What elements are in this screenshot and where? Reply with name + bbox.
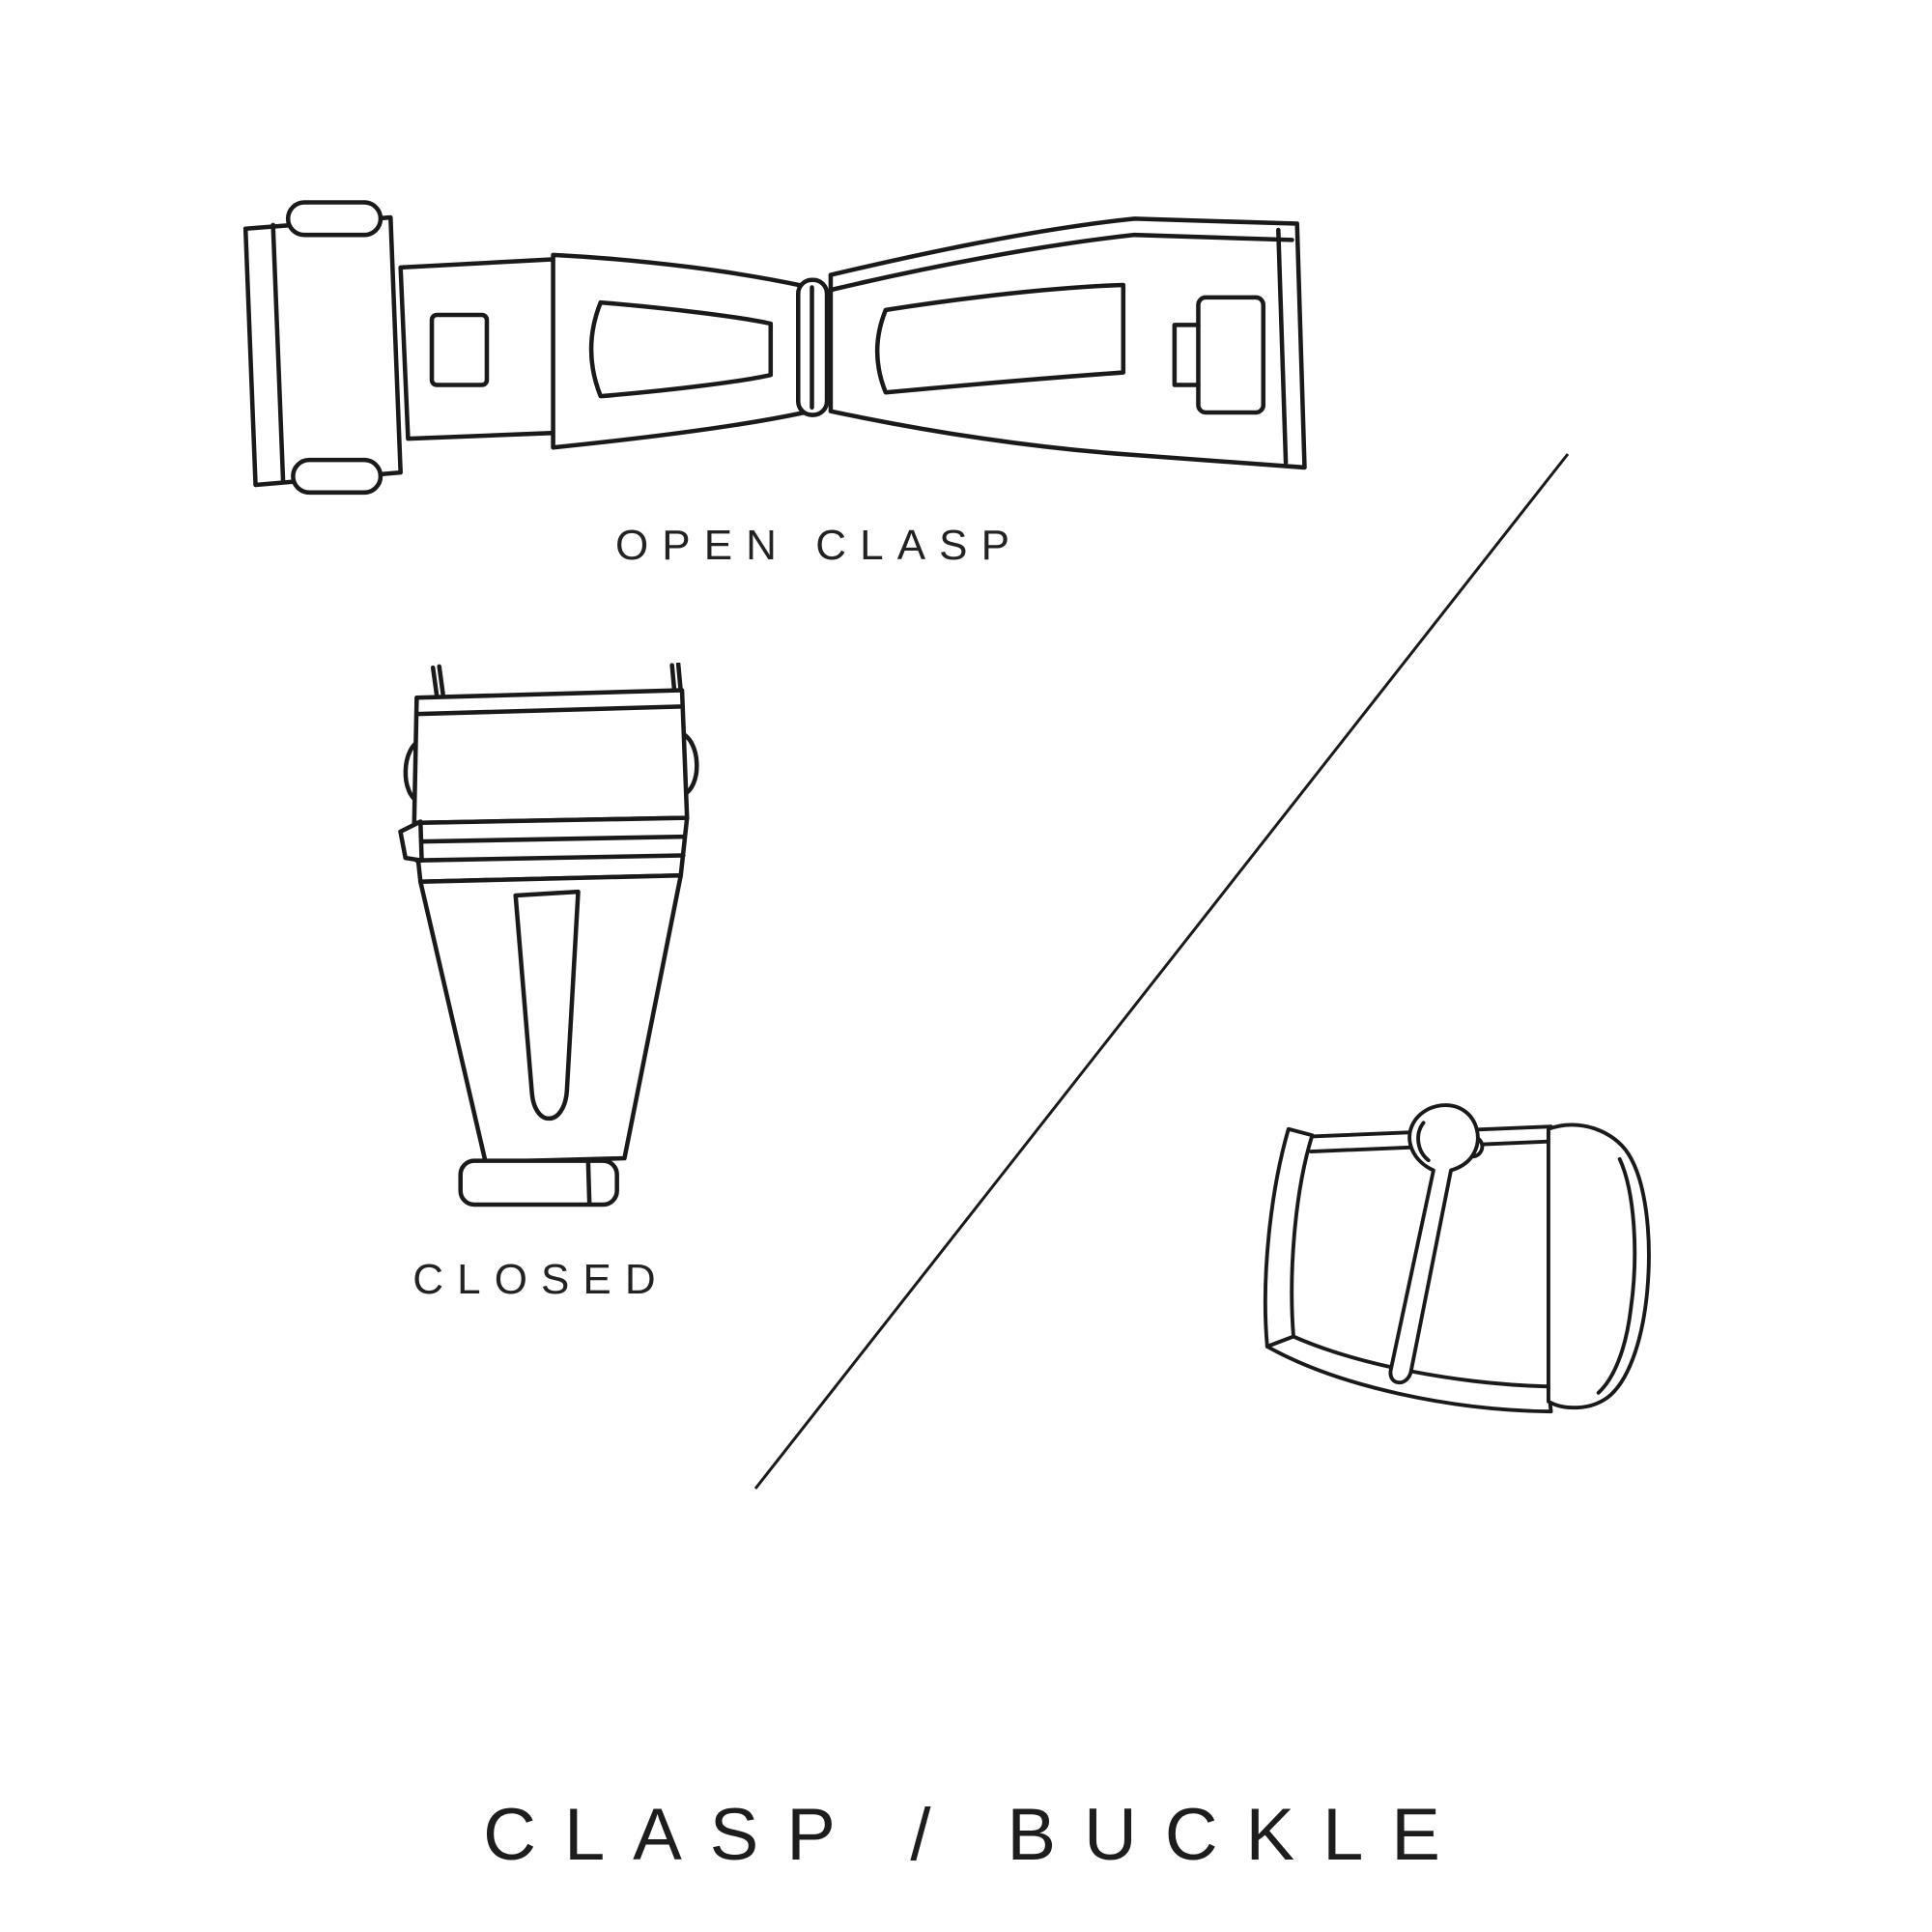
end-link-box bbox=[242, 214, 403, 488]
open-clasp-illustration bbox=[242, 200, 1307, 496]
closed-clasp-label: CLOSED bbox=[412, 1256, 669, 1303]
right-arm bbox=[828, 216, 1307, 470]
buckle-left-band bbox=[1263, 1126, 1315, 1349]
buckle-right-band bbox=[1547, 1122, 1651, 1410]
closed-clasp-figure bbox=[394, 663, 707, 1226]
buckle-tongue bbox=[1388, 1103, 1480, 1385]
connector-plate bbox=[398, 256, 568, 441]
open-clasp-figure bbox=[225, 187, 1314, 519]
tang-buckle-figure bbox=[1251, 1101, 1663, 1439]
page-title: CLASP / BUCKLE bbox=[483, 1793, 1468, 1876]
closed-clasp-illustration bbox=[398, 663, 699, 1208]
open-clasp-label: OPEN CLASP bbox=[614, 522, 1024, 569]
clasp-body bbox=[417, 872, 684, 1165]
tang-buckle-illustration bbox=[1263, 1103, 1651, 1414]
